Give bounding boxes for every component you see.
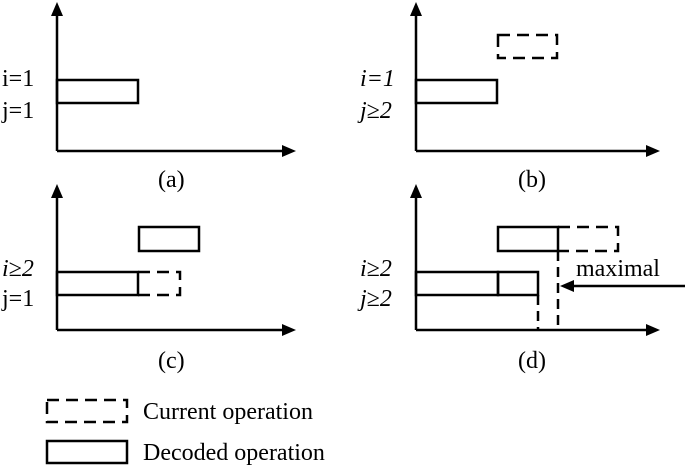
panel-d-decoded-op-lower-b [496, 270, 540, 297]
panel-d-current-op [558, 225, 620, 253]
legend: Current operation Decoded operation [45, 398, 325, 466]
panel-d-decoded-op-upper [496, 225, 560, 253]
panel-d-y-arrow [410, 184, 422, 198]
panel-b: i=1 j≥2 (b) [357, 2, 660, 193]
panel-c: i≥2 j=1 (c) [1, 184, 296, 374]
panel-c-caption: (c) [158, 348, 185, 374]
panel-a-row-top-label: i=1 [2, 66, 34, 92]
panel-c-current-op [138, 270, 182, 297]
panel-c-decoded-op-lower [55, 270, 140, 297]
panel-d-row-top-label: i≥2 [360, 256, 392, 282]
panel-a-row-bottom-label: j=1 [1, 98, 34, 124]
panel-c-row-bottom-label: j=1 [1, 286, 34, 312]
legend-current-label: Current operation [143, 399, 313, 425]
panel-a-x-arrow [282, 145, 296, 157]
panel-d-maximal-label: maximal [576, 256, 660, 282]
panel-d-row-bottom-label: j≥2 [357, 286, 392, 312]
legend-decoded-label: Decoded operation [143, 440, 325, 466]
panel-b-x-arrow [646, 145, 660, 157]
panel-b-y-arrow [410, 2, 422, 16]
panel-b-caption: (b) [518, 167, 546, 193]
panel-b-row-bottom-label: j≥2 [357, 98, 392, 124]
panel-a: i=1 j=1 (a) [1, 2, 296, 193]
panel-c-decoded-op-upper [137, 225, 201, 253]
panel-c-y-arrow [51, 184, 63, 198]
panel-d: i≥2 j≥2 maximal (d) [357, 184, 685, 374]
panel-d-maximal-arrow-head [560, 280, 574, 292]
legend-current-swatch [45, 398, 129, 424]
panel-c-row-top-label: i≥2 [2, 256, 34, 282]
panel-a-decoded-op [55, 78, 140, 105]
panel-b-decoded-op [414, 78, 499, 105]
panel-a-caption: (a) [158, 167, 185, 193]
panel-d-caption: (d) [518, 348, 546, 374]
panel-b-row-top-label: i=1 [360, 66, 395, 92]
panel-b-current-op [496, 33, 559, 60]
panel-a-y-arrow [51, 2, 63, 16]
panel-d-x-arrow [646, 324, 660, 336]
panel-c-x-arrow [282, 324, 296, 336]
panel-d-decoded-op-lower-a [414, 270, 500, 297]
legend-decoded-swatch [45, 439, 129, 465]
